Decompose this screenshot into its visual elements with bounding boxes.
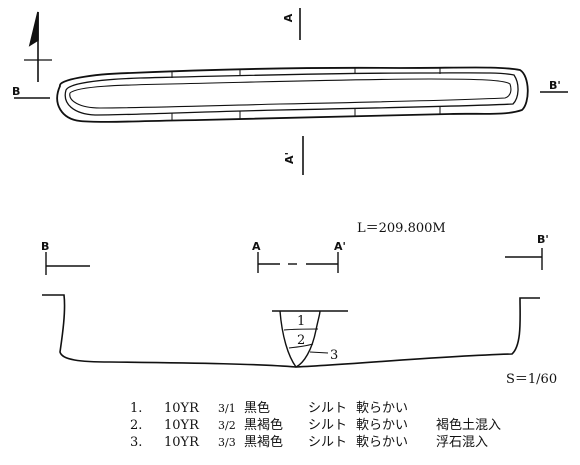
legend-value-chroma: 3/1 — [218, 402, 236, 415]
elevation-label: L＝209.800M — [357, 221, 446, 236]
pit-layer-1-2 — [283, 328, 319, 331]
plan-view — [14, 8, 568, 175]
layer-label-2: 2 — [297, 333, 305, 348]
legend-hardness: 軟らかい — [356, 401, 409, 416]
section-profile — [42, 294, 540, 368]
legend-code: 10YR — [164, 401, 199, 416]
legend-soil: シルト — [308, 418, 348, 433]
legend-color: 黒褐色 — [244, 435, 284, 450]
layer-label-3: 3 — [330, 348, 338, 363]
legend-color: 黒色 — [244, 401, 271, 416]
legend-row-2: 2. 10YR 3/2 黒褐色 シルト軟らかい 褐色土混入 — [130, 417, 501, 434]
section-label-a: A — [252, 240, 261, 253]
plan-outer-outline — [56, 66, 529, 123]
legend-number: 1. — [130, 401, 143, 416]
legend-number: 2. — [130, 418, 143, 433]
legend-row-1: 1. 10YR 3/1 黒色 シルト軟らかい — [130, 400, 501, 417]
north-arrow-icon — [24, 11, 52, 82]
legend-value-chroma: 3/3 — [218, 436, 236, 449]
legend-hardness: 軟らかい — [356, 418, 409, 433]
legend-code: 10YR — [164, 435, 199, 450]
legend-number: 3. — [130, 435, 143, 450]
legend-soil: シルト — [308, 435, 348, 450]
plan-label-b: B — [12, 85, 20, 98]
section-label-b: B — [41, 240, 49, 253]
section-label-b-prime: B' — [537, 233, 549, 246]
legend-color: 黒褐色 — [244, 418, 284, 433]
layer-label-1: 1 — [297, 314, 305, 329]
legend-soil: シルト — [308, 401, 348, 416]
plan-label-a-prime: A' — [283, 152, 296, 164]
legend-row-3: 3. 10YR 3/3 黒褐色 シルト軟らかい 浮石混入 — [130, 434, 501, 451]
legend-note: 褐色土混入 — [436, 418, 502, 433]
section-label-a-prime: A' — [334, 240, 346, 253]
section-view — [42, 248, 543, 368]
scale-label: S＝1/60 — [506, 372, 557, 387]
layer-3-leader — [309, 351, 329, 354]
legend-hardness: 軟らかい — [356, 435, 409, 450]
plan-label-a: A — [282, 13, 295, 22]
legend-note: 浮石混入 — [436, 435, 489, 450]
legend-value-chroma: 3/2 — [218, 419, 236, 432]
legend-code: 10YR — [164, 418, 199, 433]
plan-middle-outline — [64, 72, 519, 116]
pit-outline — [279, 310, 321, 368]
plan-label-b-prime: B' — [549, 79, 561, 92]
pit-layer-2-3 — [288, 343, 314, 349]
plan-inner-outline — [69, 78, 512, 109]
plan-tick-marks — [171, 67, 441, 121]
